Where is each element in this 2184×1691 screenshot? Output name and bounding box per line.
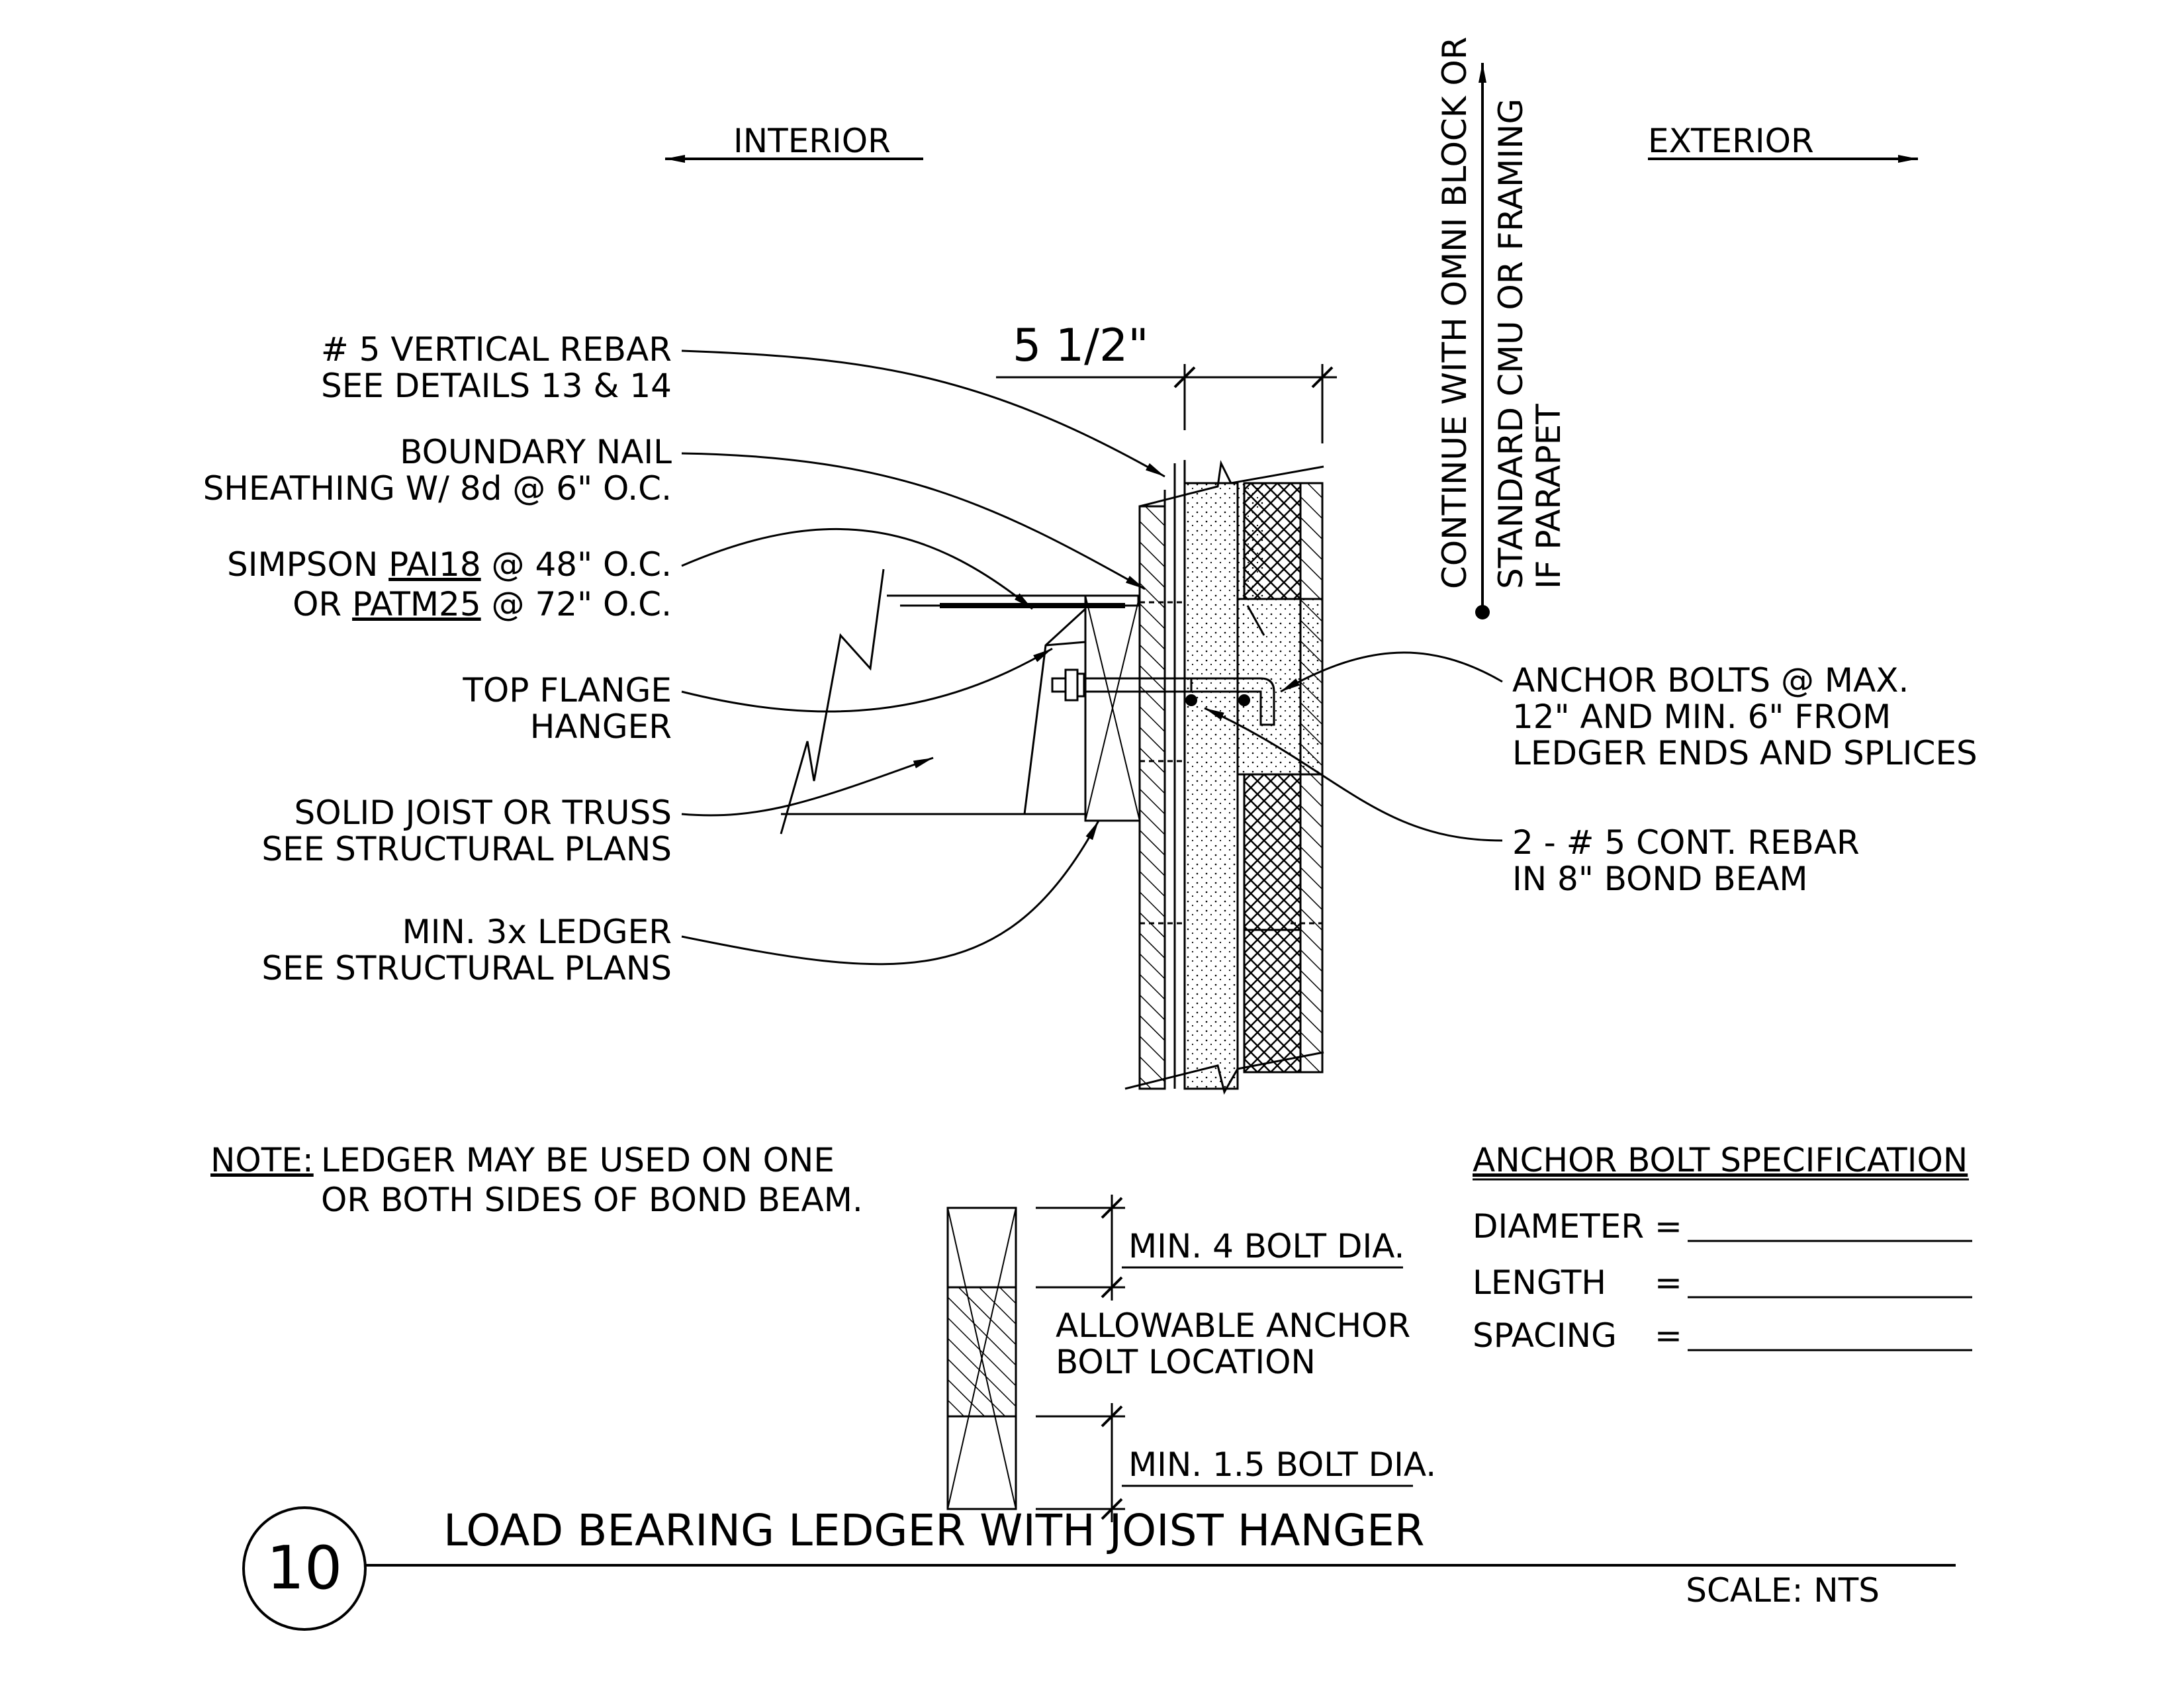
svg-text:=: =: [1655, 1316, 1682, 1355]
detail-title: LOAD BEARING LEDGER WITH JOIST HANGER: [443, 1505, 1425, 1556]
exterior-arrow: EXTERIOR: [1648, 122, 1918, 163]
svg-text:ANCHOR BOLTS @ MAX.: ANCHOR BOLTS @ MAX.: [1512, 661, 1909, 700]
wall-section: [1124, 460, 1324, 1095]
callout-joist: SOLID JOIST OR TRUSS SEE STRUCTURAL PLAN…: [261, 756, 934, 868]
svg-text:=: =: [1655, 1263, 1682, 1302]
svg-text:=: =: [1655, 1207, 1682, 1246]
spec-length-label: LENGTH: [1473, 1263, 1606, 1302]
callout-vertical-rebar: # 5 VERTICAL REBAR SEE DETAILS 13 & 14: [321, 330, 1165, 478]
interior-arrow: INTERIOR: [665, 122, 923, 163]
svg-text:# 5 VERTICAL REBAR: # 5 VERTICAL REBAR: [321, 330, 672, 369]
spec-spacing-label: SPACING: [1473, 1316, 1617, 1355]
ledger-note: NOTE: LEDGER MAY BE USED ON ONE OR BOTH …: [210, 1141, 863, 1219]
callout-top-flange-hanger: TOP FLANGE HANGER: [462, 647, 1053, 746]
svg-text:12" AND MIN. 6" FROM: 12" AND MIN. 6" FROM: [1512, 698, 1891, 736]
parapet-note-line3: IF PARAPET: [1529, 404, 1568, 589]
parapet-note-line2: STANDARD CMU OR FRAMING: [1492, 99, 1530, 589]
detail-number: 10: [267, 1533, 343, 1603]
note-line1: LEDGER MAY BE USED ON ONE: [321, 1141, 835, 1179]
svg-text:TOP FLANGE: TOP FLANGE: [462, 671, 672, 709]
anchor-bolt-spec: ANCHOR BOLT SPECIFICATION DIAMETER = LEN…: [1473, 1141, 1972, 1355]
svg-text:SIMPSON PAI18 @ 48" O.C.: SIMPSON PAI18 @ 48" O.C.: [227, 545, 672, 584]
spec-heading: ANCHOR BOLT SPECIFICATION: [1473, 1141, 1968, 1179]
svg-text:IN 8" BOND BEAM: IN 8" BOND BEAM: [1512, 860, 1808, 898]
svg-text:SHEATHING W/ 8d @ 6" O.C.: SHEATHING W/ 8d @ 6" O.C.: [203, 469, 672, 508]
note-line2: OR BOTH SIDES OF BOND BEAM.: [321, 1181, 863, 1219]
spec-diameter-label: DIAMETER: [1473, 1207, 1644, 1246]
callout-boundary-nail: BOUNDARY NAIL SHEATHING W/ 8d @ 6" O.C.: [203, 433, 1146, 590]
svg-text:LEDGER ENDS AND SPLICES: LEDGER ENDS AND SPLICES: [1512, 734, 1978, 772]
width-dimension-label: 5 1/2": [1013, 320, 1149, 372]
svg-text:SOLID JOIST OR TRUSS: SOLID JOIST OR TRUSS: [295, 794, 672, 832]
title-block: 10 LOAD BEARING LEDGER WITH JOIST HANGER…: [242, 1505, 1956, 1631]
bottom-dim-label: MIN. 1.5 BOLT DIA.: [1128, 1445, 1436, 1484]
scale-label: SCALE: NTS: [1686, 1571, 1880, 1610]
anchor-bolt: [1051, 605, 1275, 726]
svg-text:SEE STRUCTURAL PLANS: SEE STRUCTURAL PLANS: [261, 830, 672, 868]
callout-bond-beam-rebar: 2 - # 5 CONT. REBAR IN 8" BOND BEAM: [1204, 707, 1860, 898]
allowable-location-line1: ALLOWABLE ANCHOR: [1056, 1306, 1410, 1345]
ledger: [1084, 594, 1141, 822]
parapet-note-line1: CONTINUE WITH OMNI BLOCK OR: [1435, 36, 1474, 589]
callout-ledger: MIN. 3x LEDGER SEE STRUCTURAL PLANS: [261, 820, 1100, 987]
svg-text:2 - # 5 CONT. REBAR: 2 - # 5 CONT. REBAR: [1512, 823, 1860, 862]
bolt-location-diagram: MIN. 4 BOLT DIA. ALLOWABLE ANCHOR BOLT L…: [946, 1195, 1436, 1522]
svg-text:SEE DETAILS 13 & 14: SEE DETAILS 13 & 14: [321, 367, 672, 405]
svg-text:SEE STRUCTURAL PLANS: SEE STRUCTURAL PLANS: [261, 949, 672, 987]
detail-number-circle: [242, 1506, 367, 1631]
callout-anchor-bolts: ANCHOR BOLTS @ MAX. 12" AND MIN. 6" FROM…: [1280, 651, 1978, 772]
svg-text:HANGER: HANGER: [530, 708, 672, 746]
exterior-label: EXTERIOR: [1648, 122, 1814, 160]
parapet-note: CONTINUE WITH OMNI BLOCK OR STANDARD CMU…: [1435, 36, 1568, 619]
allowable-location-line2: BOLT LOCATION: [1056, 1343, 1316, 1381]
callout-simpson-strap: SIMPSON PAI18 @ 48" O.C. OR PATM25 @ 72"…: [227, 527, 1033, 623]
svg-text:BOUNDARY NAIL: BOUNDARY NAIL: [400, 433, 672, 471]
top-dim-label: MIN. 4 BOLT DIA.: [1128, 1227, 1404, 1265]
width-dimension: 5 1/2": [996, 320, 1337, 443]
svg-text:OR PATM25 @ 72" O.C.: OR PATM25 @ 72" O.C.: [293, 585, 672, 623]
interior-label: INTERIOR: [733, 122, 891, 160]
note-label: NOTE:: [210, 1141, 314, 1179]
svg-text:MIN. 3x LEDGER: MIN. 3x LEDGER: [402, 913, 672, 951]
